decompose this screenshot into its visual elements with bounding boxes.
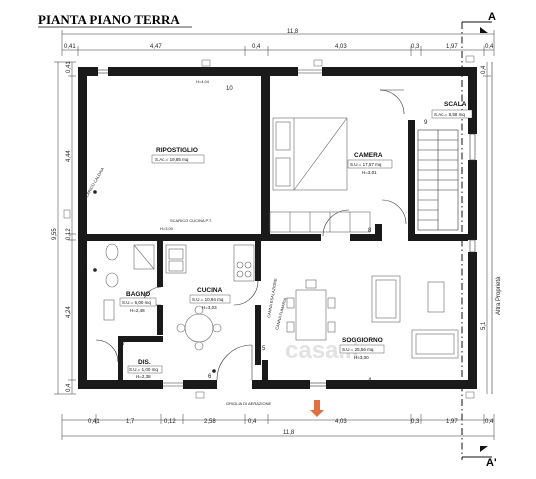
room-camera-name: CAMERA	[354, 152, 383, 159]
bottom-dim-1: 0,41	[88, 419, 100, 425]
bottom-dim-4: 2,58	[204, 419, 216, 425]
top-dim-2: 4,47	[150, 44, 162, 50]
left-dim-total: 9,55	[52, 228, 58, 240]
top-dim-6: 1,97	[446, 44, 458, 50]
top-dim-1: 0,41	[64, 44, 76, 50]
point-8: 8	[368, 228, 372, 234]
annotation-scarico-cucina: SCARICO CUCINA P.T.	[170, 218, 212, 223]
top-dim-5: 0,3	[411, 44, 420, 50]
sofa-bottom	[411, 329, 459, 359]
room-bagno-name: BAGNO	[126, 291, 150, 298]
room-bagno: BAGNO S.U.= 6,00 mq H=2,48	[119, 291, 157, 313]
point-6: 6	[208, 374, 212, 380]
room-dis-h: H=2,38	[136, 374, 151, 379]
room-ripostiglio: RIPOSTIGLIO S.Ac.= 19,85 mq	[151, 147, 205, 164]
bottom-dim-7: 0,3	[411, 419, 420, 425]
tag-h-top: H=4,04	[196, 79, 210, 84]
room-cucina-area: S.U.= 10,94 mq	[192, 297, 224, 302]
annotation-canna-fumaria: CANNA FUMARIA	[274, 297, 287, 330]
right-dim-1: 0,4	[481, 65, 487, 74]
wardrobe	[269, 211, 371, 233]
round-table	[176, 305, 222, 351]
left-dim-2: 4,44	[66, 150, 72, 162]
top-dim-4: 4,03	[335, 44, 347, 50]
walls	[78, 67, 477, 389]
right-dim-2: 5,1	[481, 321, 487, 330]
point-5: 5	[262, 346, 266, 352]
staircase	[417, 129, 459, 231]
bathroom-fixtures	[103, 243, 155, 321]
room-scala: SCALA S.Ac.= 8,58 mq	[431, 101, 473, 119]
plan-title: PIANTA PIANO TERRA	[38, 12, 180, 27]
room-dis-name: DIS.	[138, 359, 151, 366]
marker-tags	[63, 55, 475, 399]
bottom-dim-3: 0,12	[164, 419, 176, 425]
room-scala-name: SCALA	[444, 101, 467, 108]
point-9: 9	[424, 120, 428, 126]
room-ripostiglio-area: S.Ac.= 19,85 mq	[155, 157, 189, 162]
section-mark-bottom: A'	[486, 457, 497, 469]
point-10: 10	[226, 86, 233, 92]
section-mark-top: A	[488, 11, 496, 23]
point-7: 7	[122, 341, 126, 347]
entrance-arrow	[310, 400, 324, 417]
tag-h-mid: H=3,00	[160, 226, 174, 231]
top-dim-3: 0,4	[252, 44, 261, 50]
side-label: Altra Proprietà	[496, 276, 502, 315]
right-wall-pattern	[469, 62, 493, 394]
dining-table	[286, 279, 336, 341]
room-scala-area: S.Ac.= 8,58 mq	[434, 112, 465, 117]
left-dim-4: 4,24	[66, 306, 72, 318]
room-bagno-area: S.U.= 6,00 mq	[122, 300, 151, 305]
annotation-griglia: GRIGLIA DI AERAZIONE	[226, 401, 271, 406]
left-dimensions	[54, 61, 76, 395]
kitchen-sink	[165, 244, 187, 274]
bottom-dim-8: 1,97	[446, 419, 458, 425]
room-cucina-h: H=3,03	[202, 305, 217, 310]
top-dim-7: 0,4	[485, 44, 494, 50]
top-dimensions	[61, 30, 495, 56]
bottom-dim-2: 1,7	[126, 419, 135, 425]
bottom-dim-total: 11,8	[283, 430, 295, 436]
room-soggiorno-area: S.U.= 25,56 mq	[342, 347, 374, 352]
room-cucina-name: CUCINA	[197, 287, 223, 294]
room-soggiorno-h: H=3,00	[354, 355, 369, 360]
kitchen-counter	[233, 244, 255, 282]
room-soggiorno: SOGGIORNO S.U.= 25,56 mq H=3,00	[339, 337, 385, 360]
room-camera-h: H=3,01	[362, 170, 377, 175]
doors	[95, 69, 407, 387]
bottom-dimensions	[61, 414, 495, 440]
left-dim-3: 0,12	[66, 228, 72, 240]
bottom-dim-5: 0,4	[248, 419, 257, 425]
bed	[272, 117, 348, 191]
room-camera: CAMERA S.U.= 17,57 mq H=3,01	[347, 152, 393, 175]
room-camera-area: S.U.= 17,57 mq	[350, 162, 382, 167]
left-dim-1: 0,41	[66, 61, 72, 73]
room-cucina: CUCINA S.U.= 10,94 mq H=3,03	[189, 287, 231, 310]
left-dim-5: 0,4	[66, 383, 72, 392]
sofa	[371, 275, 401, 323]
annotation-scarico-bagno: SCARICO BAGNO	[78, 241, 83, 275]
armchair	[427, 281, 445, 313]
top-dim-total: 11,8	[287, 29, 299, 35]
right-dimensions	[483, 62, 491, 394]
room-soggiorno-name: SOGGIORNO	[342, 337, 383, 344]
room-ripostiglio-name: RIPOSTIGLIO	[156, 147, 198, 154]
room-bagno-h: H=2,48	[130, 308, 145, 313]
bottom-dim-9: 0,4	[485, 419, 494, 425]
bottom-dim-6: 4,03	[335, 419, 347, 425]
point-4: 4	[368, 378, 372, 384]
room-dis: DIS. S.U.= 1,00 mq H=2,38	[127, 359, 163, 379]
annotation-canna-esalazione: CANNA ESALAZIONE	[266, 278, 278, 319]
room-dis-area: S.U.= 1,00 mq	[129, 367, 158, 372]
